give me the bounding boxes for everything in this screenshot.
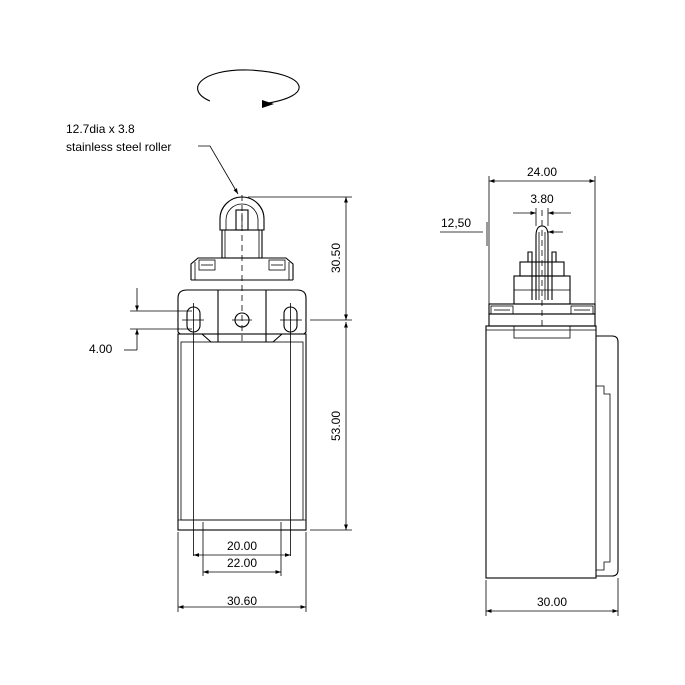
dim-total-width: 30.60 [227, 594, 257, 608]
callout-line-1: 12.7dia x 3.8 [66, 122, 135, 136]
front-view [177, 195, 307, 531]
roller-callout: 12.7dia x 3.8 stainless steel roller [66, 122, 239, 195]
callout-line-2: stainless steel roller [66, 140, 171, 154]
plunger [221, 229, 263, 259]
side-dimensions: 24.00 3.80 12,50 30.00 [440, 165, 619, 616]
dim-offset: 12,50 [441, 216, 471, 230]
dim-total-depth: 30.00 [537, 595, 567, 609]
dim-hole-spacing: 22.00 [227, 556, 257, 570]
dim-slot: 4.00 [89, 342, 113, 356]
dim-roller-width: 3.80 [530, 192, 554, 206]
front-dimensions: 30.50 53.00 4.00 20.00 22.00 30.60 [89, 196, 352, 612]
dim-inner-width: 20.00 [227, 539, 257, 553]
body [177, 333, 307, 531]
rotation-arrow-icon [197, 69, 300, 108]
dim-head-width: 24.00 [527, 165, 557, 179]
dim-roller-height: 30.50 [329, 243, 343, 273]
side-body [485, 325, 619, 579]
side-view [485, 210, 619, 579]
dim-body-height: 53.00 [329, 411, 343, 441]
